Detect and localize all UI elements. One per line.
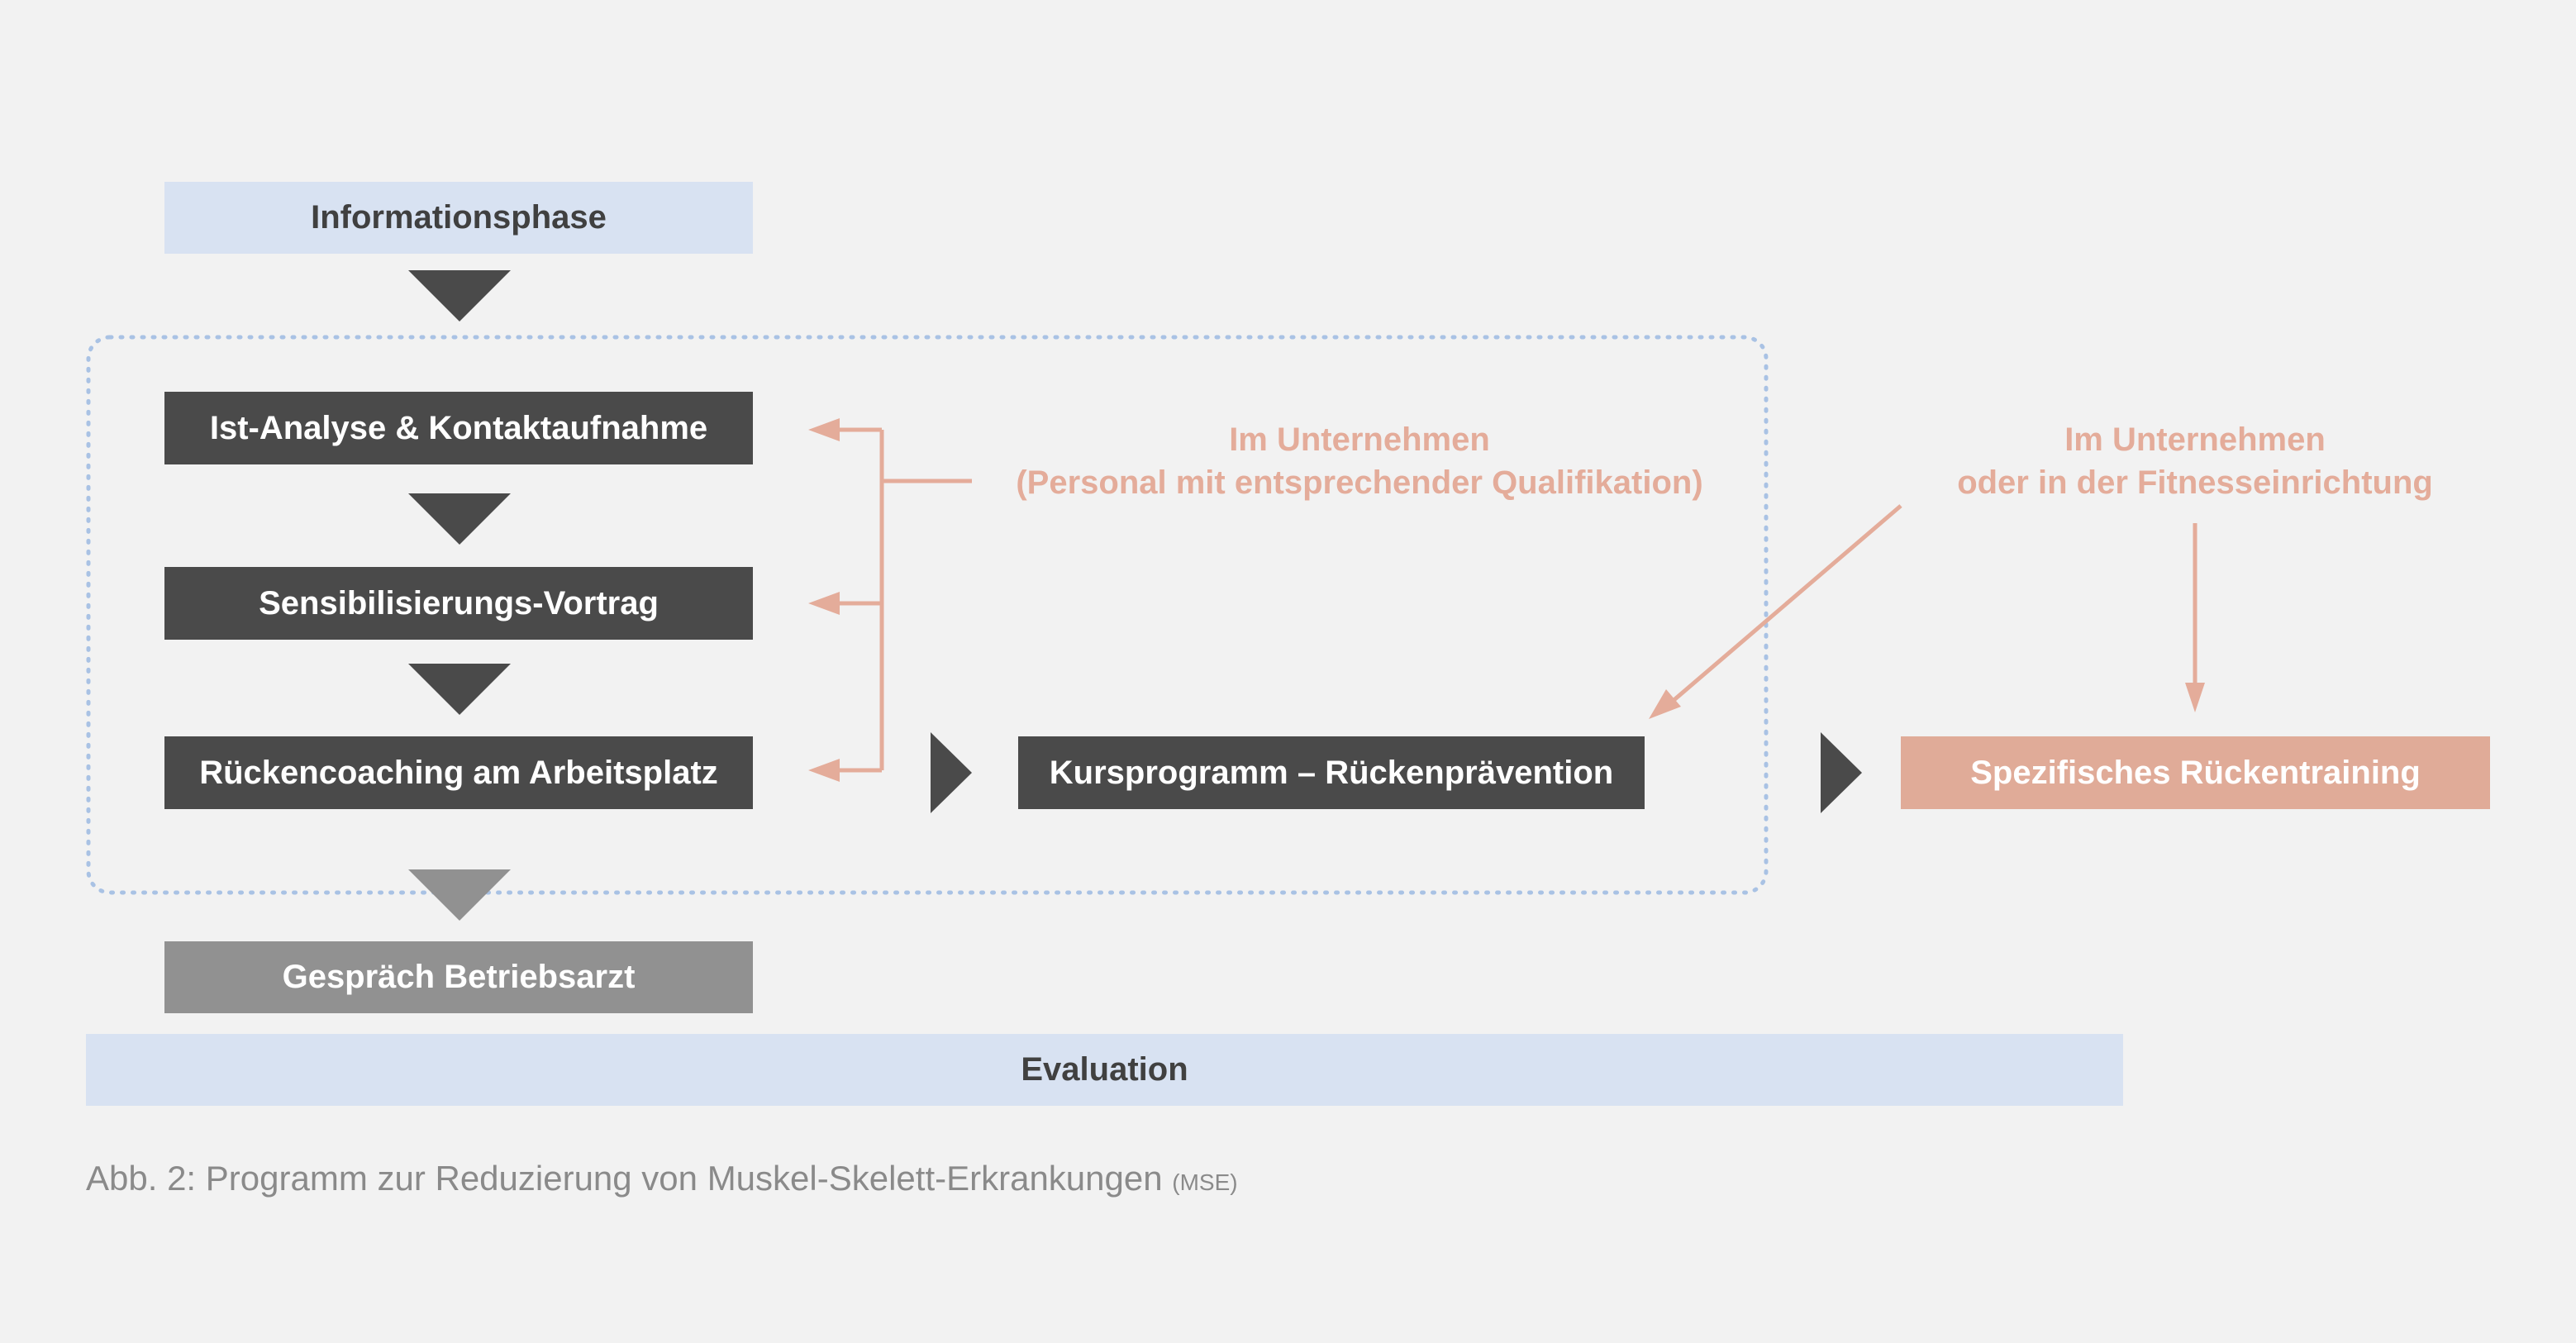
- figure-caption: Abb. 2: Programm zur Reduzierung von Mus…: [86, 1159, 1238, 1198]
- sensibilisierung-box: Sensibilisierungs-Vortrag: [164, 567, 753, 640]
- vertical-arrowhead: [2185, 683, 2205, 712]
- down-arrow-info-to-analysis: [408, 270, 511, 321]
- right-arrow-to-training: [1821, 732, 1862, 813]
- down-arrow-vortrag-to-coaching: [408, 664, 511, 715]
- evaluation-bar: Evaluation: [86, 1034, 2123, 1106]
- dotted-group-frame: [86, 335, 1769, 895]
- ist-analyse-box: Ist-Analyse & Kontaktaufnahme: [164, 392, 753, 464]
- information-phase-box: Informationsphase: [164, 182, 753, 254]
- gespraech-betriebsarzt-box: Gespräch Betriebsarzt: [164, 941, 753, 1013]
- diagonal-arrowhead: [1649, 689, 1681, 719]
- down-arrow-analysis-to-vortrag: [408, 493, 511, 545]
- note-company-staff-line2: (Personal mit entsprechender Qualifikati…: [1016, 464, 1703, 501]
- bracket-arrowhead-coaching: [808, 759, 840, 782]
- figure-caption-suffix: (MSE): [1172, 1169, 1238, 1195]
- rueckencoaching-box: Rückencoaching am Arbeitsplatz: [164, 736, 753, 809]
- bracket-arrowhead-vortrag: [808, 592, 840, 615]
- right-arrow-to-kursprogramm: [931, 732, 972, 813]
- kursprogramm-box: Kursprogramm – Rückenprävention: [1018, 736, 1645, 809]
- down-arrow-to-gespraech: [408, 869, 511, 921]
- note-company-or-fitness-line1: Im Unternehmen: [2064, 421, 2326, 458]
- figure-caption-main: Abb. 2: Programm zur Reduzierung von Mus…: [86, 1159, 1163, 1198]
- staff-bracket: [836, 427, 972, 773]
- diagonal-connector: [1669, 504, 1902, 704]
- note-company-staff-line1: Im Unternehmen: [1229, 421, 1490, 458]
- note-company-or-fitness: Im Unternehmen oder in der Fitnesseinric…: [1881, 418, 2509, 504]
- note-company-or-fitness-line2: oder in der Fitnesseinrichtung: [1957, 464, 2433, 501]
- bracket-arrowhead-analysis: [808, 418, 840, 441]
- spezifisches-training-box: Spezifisches Rückentraining: [1901, 736, 2490, 809]
- note-company-staff: Im Unternehmen (Personal mit entsprechen…: [979, 418, 1740, 504]
